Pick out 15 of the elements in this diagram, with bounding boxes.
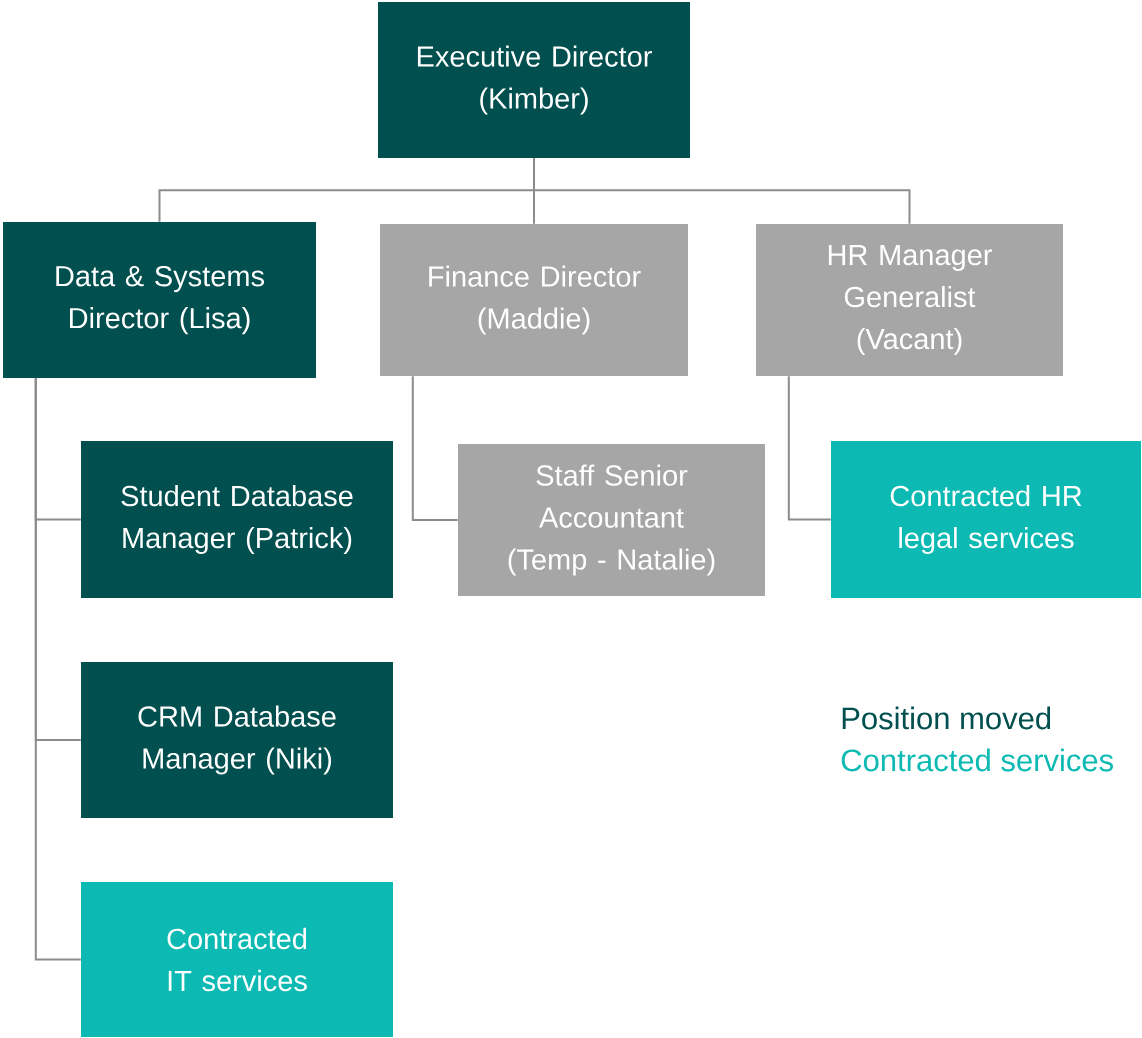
position-box: Data & Systems Director (Lisa): [3, 222, 316, 378]
connector-line: [787, 375, 832, 521]
connector-line: [34, 377, 82, 961]
contractor-box: Contracted IT services: [81, 882, 393, 1037]
legend-text: Contracted services: [841, 748, 1113, 772]
position-box: CRM Database Manager (Niki): [81, 662, 393, 818]
legend-text: Position moved: [842, 706, 1051, 730]
position-box: Executive Director (Kimber): [378, 2, 690, 158]
connector-line: [411, 375, 459, 521]
position-box: Student Database Manager (Patrick): [81, 441, 393, 598]
position-box: HR Manager Generalist (Vacant): [756, 224, 1063, 376]
connector-line: [533, 157, 911, 225]
position-box: Finance Director (Maddie): [380, 224, 688, 376]
position-box: Staff Senior Accountant (Temp - Natalie): [458, 444, 765, 596]
contractor-box: Contracted HR legal services: [831, 441, 1141, 598]
